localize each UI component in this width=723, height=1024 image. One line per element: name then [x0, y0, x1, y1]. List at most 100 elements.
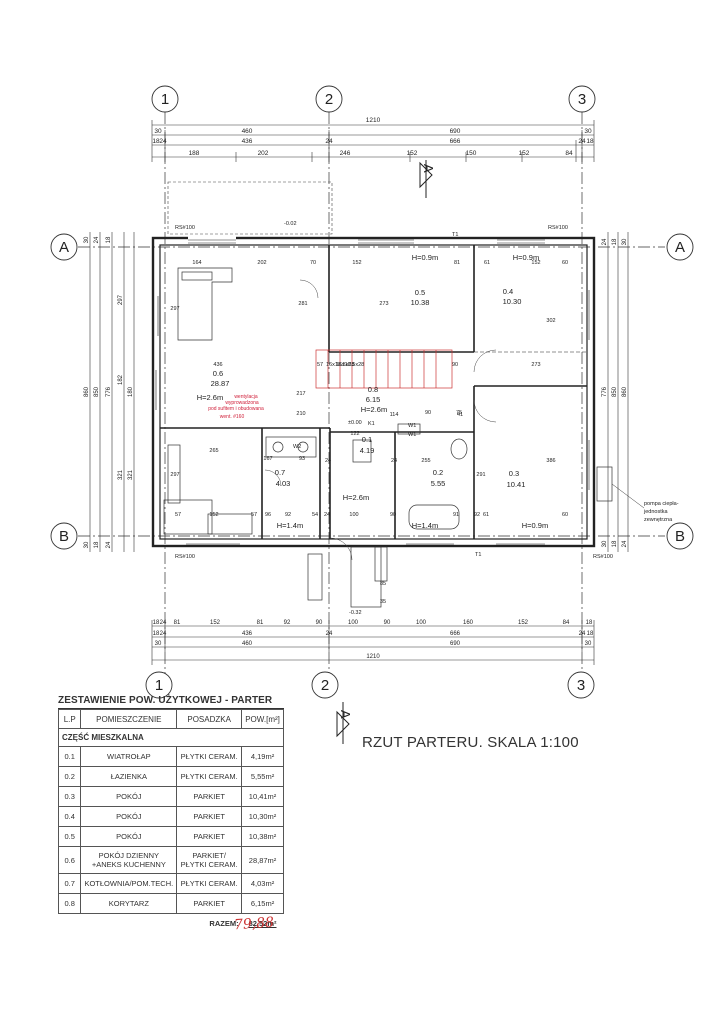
plan-line — [350, 546, 382, 608]
plan-label: 460 — [242, 641, 253, 647]
plan-label: 24 — [578, 138, 586, 145]
cell-area: 4,19m² — [241, 746, 284, 767]
header-floor: POSADZKA — [176, 709, 243, 729]
plan-line — [167, 181, 333, 235]
axis-bubble-2-top — [315, 85, 343, 113]
plan-label: 18 — [106, 236, 112, 243]
plan-label: 386 — [546, 458, 555, 464]
plan-line — [264, 469, 282, 487]
plan-label: 18 — [94, 541, 100, 548]
plan-label: A — [59, 239, 69, 256]
cell-lp: 0.3 — [57, 786, 82, 807]
plan-label: 0.1 — [362, 435, 372, 444]
plan-label: 164 — [192, 260, 201, 266]
plan-label: 57 — [317, 362, 323, 368]
cell-lp: 0.8 — [57, 893, 82, 914]
plan-label: 2 — [325, 91, 333, 108]
plan-label: 860 — [622, 386, 628, 397]
cell-empty — [59, 914, 81, 934]
plan-label: 297 — [170, 472, 179, 478]
plan-label: H=2.6m — [197, 393, 223, 402]
plan-label: 152 — [209, 512, 218, 518]
plan-label: 30 — [622, 238, 628, 245]
table-row: 0.8 KORYTARZ PARKIET 6,15m² — [57, 893, 284, 914]
plan-label: 92 — [285, 512, 291, 518]
plan-label: 18 — [612, 540, 618, 547]
cell-floor: PŁYTKI CERAM. — [176, 746, 243, 767]
cell-room: WIATROŁAP — [80, 746, 178, 767]
plan-line — [307, 553, 323, 601]
plan-label: 302 — [546, 318, 555, 324]
plan-label: 81 — [257, 620, 264, 626]
plan-label: 776 — [106, 386, 112, 397]
area-schedule: ZESTAWIENIE POW. UŻYTKOWEJ - PARTER L.P … — [57, 694, 284, 934]
plan-label: 202 — [258, 150, 269, 157]
plan-line — [163, 499, 213, 535]
plan-label: 690 — [450, 641, 461, 647]
cell-area: 10,30m² — [241, 806, 284, 827]
plan-label: 1 — [161, 91, 169, 108]
plan-label: pompa ciepła- — [644, 501, 679, 507]
plan-label: 57 — [175, 512, 181, 518]
plan-label: 100 — [349, 512, 358, 518]
plan-line — [272, 441, 284, 453]
plan-label: K1 — [368, 421, 375, 427]
plan-label: 180 — [128, 386, 134, 397]
plan-label: 16x18.5x28 — [336, 362, 364, 368]
plan-label: 0.6 — [213, 369, 223, 378]
plan-label: 90 — [425, 410, 431, 416]
plan-label: 90 — [390, 512, 396, 518]
plan-label: A — [421, 164, 436, 173]
plan-label: 35 — [380, 599, 386, 605]
plan-label: T1 — [475, 552, 481, 558]
plan-label: 24 — [326, 631, 333, 637]
axis-bubble-1-bottom — [145, 671, 173, 699]
plan-label: 3 — [578, 91, 586, 108]
plan-line — [450, 438, 468, 460]
table-row: 0.2 ŁAZIENKA PŁYTKI CERAM. 5,55m² — [57, 766, 284, 787]
plan-label: 167 — [263, 456, 272, 462]
plan-label: 4.19 — [360, 446, 375, 455]
plan-label: RS#100 — [175, 225, 195, 231]
cell-floor: PARKIET — [176, 806, 243, 827]
cell-empty — [81, 914, 177, 934]
plan-label: 18 — [612, 238, 618, 245]
cell-floor: PŁYTKI CERAM. — [176, 766, 243, 787]
plan-label: 273 — [379, 301, 388, 307]
plan-label: H=0.9m — [513, 253, 539, 262]
plan-label: H=1.4m — [277, 521, 303, 530]
plan-label: 30 — [84, 541, 90, 548]
cell-lp: 0.1 — [57, 746, 82, 767]
plan-label: 0.5 — [415, 288, 425, 297]
cell-lp: 0.2 — [57, 766, 82, 787]
area-schedule-title: ZESTAWIENIE POW. UŻYTKOWEJ - PARTER — [58, 694, 284, 709]
plan-label: 30 — [584, 128, 592, 135]
plan-label: 152 — [531, 260, 540, 266]
cell-lp: 0.6 — [57, 846, 82, 874]
plan-label: 54 — [312, 512, 318, 518]
plan-label: 436 — [242, 138, 253, 145]
plan-label: H=1.4m — [412, 521, 438, 530]
header-lp: L.P — [57, 709, 82, 729]
plan-label: 297 — [170, 306, 179, 312]
plan-label: 85 — [380, 581, 386, 587]
plan-label: 24 — [622, 540, 628, 547]
plan-label: 61 — [483, 512, 489, 518]
plan-label: RS#100 — [593, 554, 613, 560]
plan-label: 10.38 — [411, 298, 430, 307]
plan-label: 0.2 — [433, 468, 443, 477]
plan-line — [352, 439, 372, 463]
sheet-title: RZUT PARTERU. SKALA 1:100 — [362, 734, 579, 751]
plan-label: 92 — [474, 512, 480, 518]
cell-lp: 0.4 — [57, 806, 82, 827]
plan-label: 114 — [390, 412, 399, 418]
axis-bubble-1-top — [151, 85, 179, 113]
plan-label: 24 — [602, 238, 608, 245]
section-label: CZĘŚĆ MIESZKALNA — [58, 728, 284, 747]
plan-label: 202 — [257, 260, 266, 266]
pencil-annotation: 79,88 — [233, 914, 275, 934]
plan-label: 321 — [118, 469, 124, 480]
plan-line — [207, 513, 253, 535]
plan-label: RS#100 — [548, 225, 568, 231]
table-row: 0.4 POKÓJ PARKIET 10,30m² — [57, 806, 284, 827]
